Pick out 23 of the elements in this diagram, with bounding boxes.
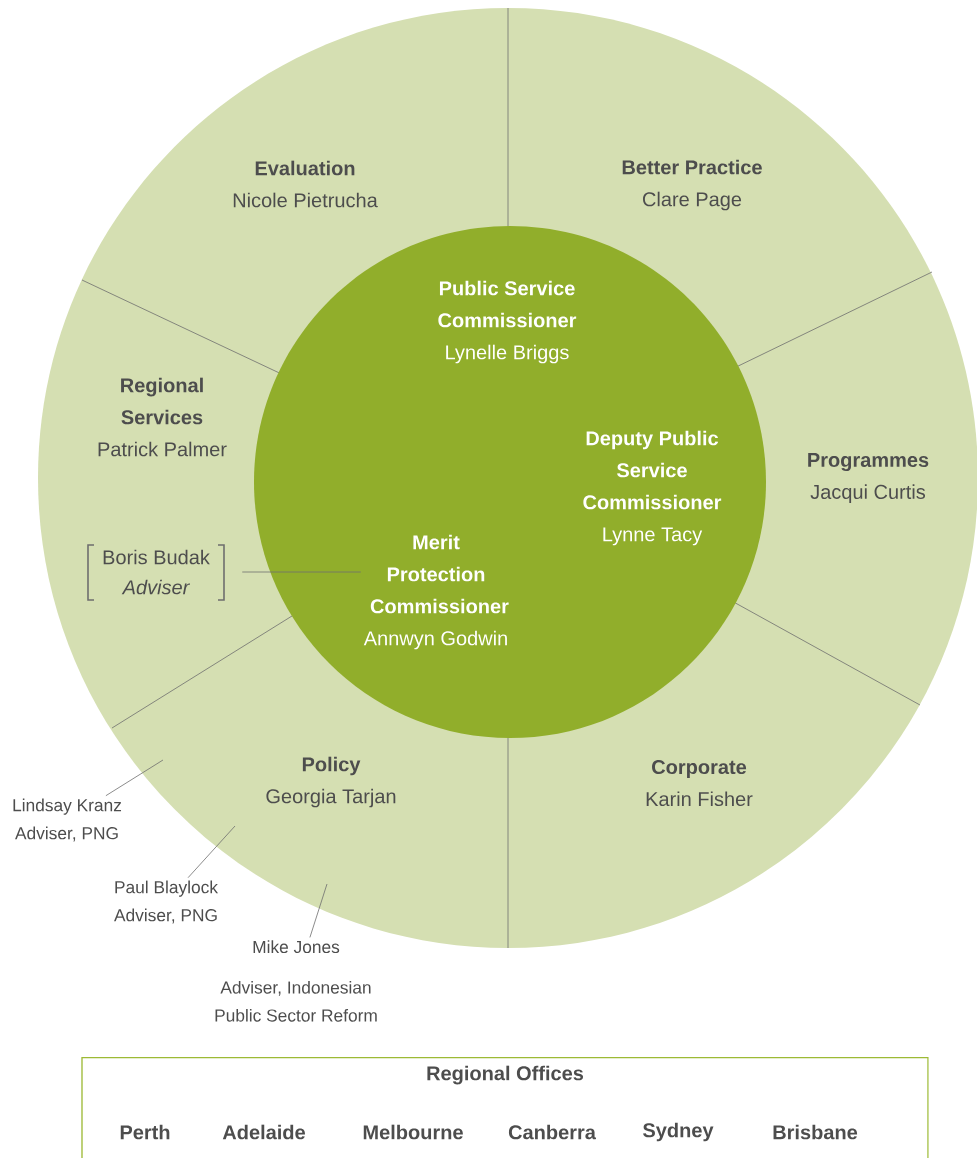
city-label: Brisbane <box>773 1124 858 1140</box>
adviser-label: Lindsay Kranz Adviser, PNG <box>13 798 121 842</box>
leader-line <box>187 825 236 879</box>
commissioner-label: Merit Protection Commissioner Annwyn Godwin <box>363 534 509 650</box>
unit-label: Corporate Karin Fisher <box>646 759 753 807</box>
city-label: Canberra <box>508 1124 596 1140</box>
city-label: Melbourne <box>363 1124 463 1140</box>
unit-label: Programmes Jacqui Curtis <box>808 453 929 503</box>
unit-label: Evaluation Nicole Pietrucha <box>233 160 378 208</box>
inner-circle <box>254 226 766 738</box>
adviser-label: Mike Jones Adviser, Indonesian Public Sector Reform <box>215 940 377 1022</box>
unit-label: Policy Georgia Tarjan <box>266 756 396 808</box>
unit-label: Regional Services Patrick Palmer <box>98 377 227 457</box>
leader-line <box>309 883 328 938</box>
city-label: Adelaide <box>222 1124 305 1140</box>
leader-line <box>105 759 164 797</box>
city-label: Perth <box>120 1124 170 1140</box>
commissioner-label: Deputy Public Service Commissioner Lynne Tacy <box>583 430 722 546</box>
adviser-label: Paul Blaylock Adviser, PNG <box>114 880 218 924</box>
city-label: Sydney <box>643 1122 714 1142</box>
commissioner-label: Public Service Commissioner Lynelle Briggs <box>438 280 577 364</box>
unit-label: Better Practice Clare Page <box>622 159 762 211</box>
adviser-label: Boris Budak Adviser <box>87 544 225 601</box>
